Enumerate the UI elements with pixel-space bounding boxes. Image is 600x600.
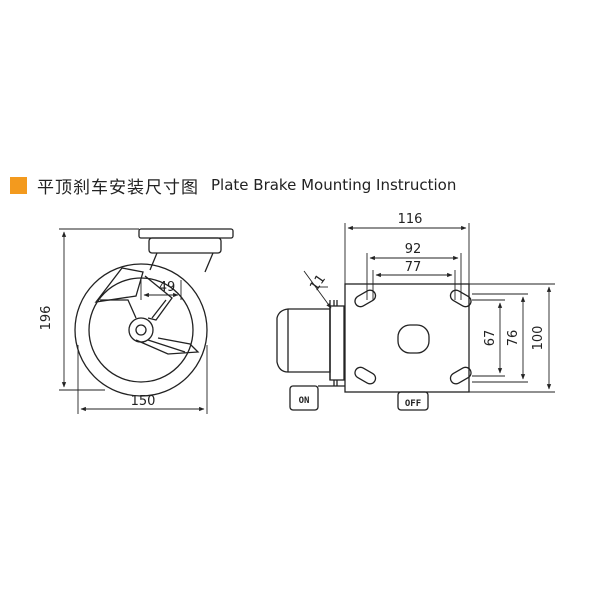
- label-11: 11: [307, 272, 329, 294]
- label-49: 49: [159, 280, 176, 295]
- pedal-on: [289, 385, 319, 411]
- center-slot: [397, 324, 430, 354]
- brake-on-label: ON: [299, 396, 310, 406]
- label-92: 92: [405, 242, 422, 257]
- top-plate: [138, 228, 234, 239]
- fork-profile: [276, 308, 331, 373]
- hub: [128, 317, 154, 343]
- brake-pedal: [144, 275, 173, 321]
- brake-link: [147, 299, 186, 353]
- brake-arm-top: [94, 267, 144, 303]
- label-67: 67: [483, 330, 498, 347]
- label-100: 100: [531, 326, 546, 351]
- plate-collar: [148, 237, 222, 254]
- swivel-bracket: [329, 305, 345, 381]
- title-chinese: 平顶刹车安装尺寸图: [37, 177, 199, 198]
- label-116: 116: [398, 212, 423, 227]
- section-header: 平顶刹车安装尺寸图 Plate Brake Mounting Instructi…: [10, 170, 456, 200]
- side-dimensions: [59, 228, 208, 414]
- wheel-outer: [74, 263, 208, 397]
- hole-top-left: [354, 289, 377, 308]
- side-view: [74, 228, 234, 397]
- label-77: 77: [405, 260, 422, 275]
- hole-bottom-right: [449, 366, 472, 385]
- hole-bottom-left: [354, 366, 377, 385]
- plate-dimensions: [303, 223, 555, 393]
- pedal-off: [397, 391, 429, 411]
- plate-view: [276, 283, 472, 411]
- fork: [149, 252, 214, 273]
- axle: [135, 324, 147, 336]
- title-english: Plate Brake Mounting Instruction: [211, 176, 457, 194]
- label-150: 150: [131, 394, 156, 409]
- brake-arm-lower: [135, 337, 200, 355]
- label-76: 76: [506, 330, 521, 347]
- label-196: 196: [39, 306, 54, 331]
- brake-arm-upper: [100, 299, 137, 319]
- orange-square-icon: [10, 176, 27, 194]
- dim-line-11: [303, 270, 332, 309]
- brake-off-label: OFF: [405, 399, 421, 409]
- hole-top-right: [449, 289, 472, 308]
